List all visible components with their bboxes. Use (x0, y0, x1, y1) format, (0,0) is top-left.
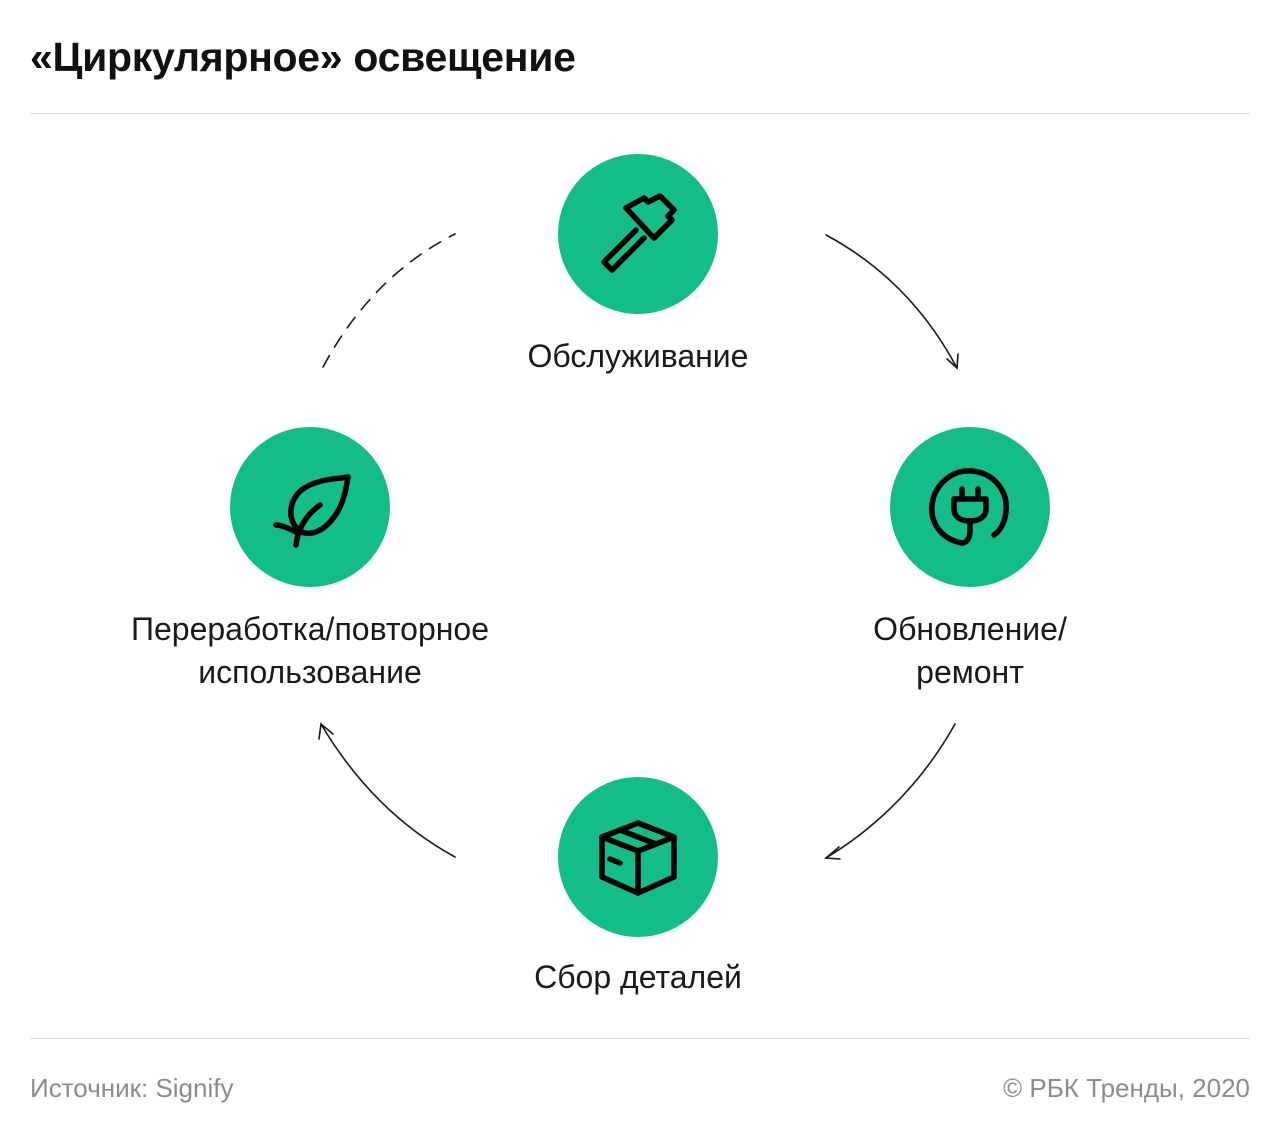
arrow-collection-to-recycling (320, 723, 456, 858)
hammer-icon (601, 193, 677, 273)
arrow-maintenance-to-renewal (825, 234, 958, 369)
plug-icon (929, 468, 1009, 546)
arrow-renewal-to-collection (825, 723, 956, 859)
box-icon (599, 820, 677, 896)
arrow-head-renewal (946, 353, 959, 370)
label-renewal-line-2: ремонт (916, 654, 1024, 690)
node-collection (558, 777, 718, 937)
copyright-note: © РБК Тренды, 2020 (1003, 1073, 1250, 1103)
leaf-icon (273, 474, 351, 548)
arrow-head-collection (823, 846, 841, 860)
page-title: «Циркулярное» освещение (30, 34, 576, 80)
top-divider (30, 113, 1250, 114)
label-maintenance: Обслуживание (527, 338, 749, 374)
label-collection: Сбор деталей (534, 959, 742, 995)
node-maintenance (558, 154, 718, 314)
node-recycling (230, 427, 390, 587)
label-renewal-line-1: Обновление/ (873, 611, 1067, 647)
label-recycling: Переработка/повторное использование (60, 608, 560, 694)
label-renewal: Обновление/ ремонт (810, 608, 1130, 694)
arrow-recycling-to-maintenance (322, 233, 456, 368)
label-recycling-line-2: использование (198, 654, 422, 690)
source-note: Источник: Signify (30, 1073, 234, 1103)
label-recycling-line-1: Переработка/повторное (130, 611, 490, 647)
node-renewal (890, 427, 1050, 587)
bottom-divider (30, 1038, 1250, 1039)
arrow-head-recycling (318, 722, 334, 740)
